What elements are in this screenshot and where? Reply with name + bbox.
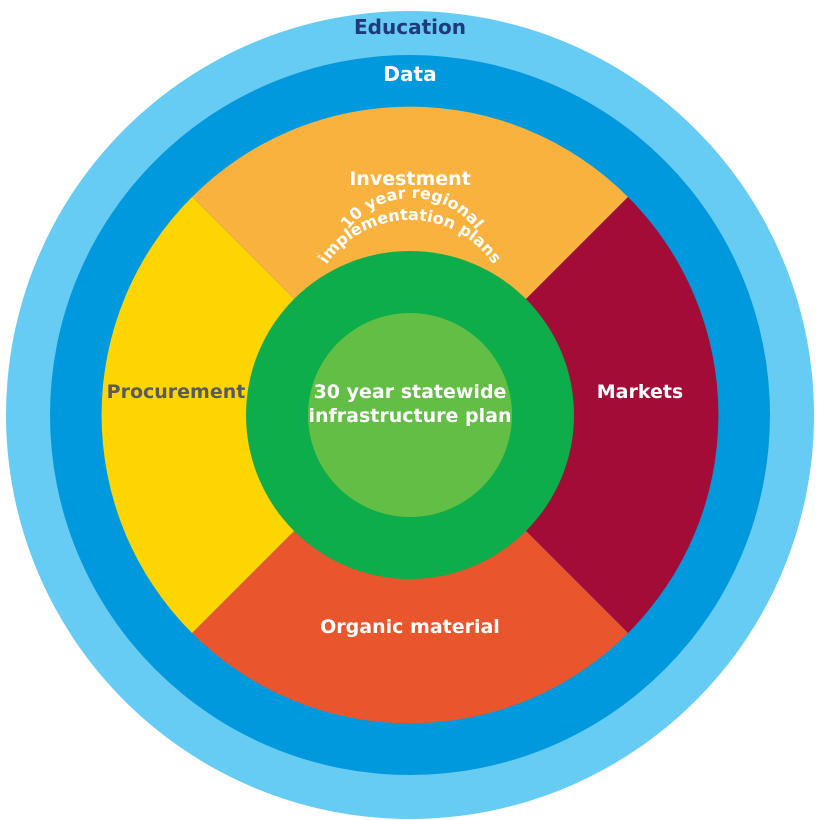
- markets-label: Markets: [597, 381, 684, 403]
- education-label: Education: [354, 15, 466, 39]
- data-label: Data: [383, 62, 436, 86]
- statewide-plan-label-line2: infrastructure plan: [309, 405, 512, 427]
- investment-label: Investment: [349, 168, 471, 190]
- statewide-plan-label-line1: 30 year statewide: [314, 381, 507, 403]
- organic-material-label: Organic material: [320, 616, 500, 638]
- statewide-plan-center: [308, 313, 512, 517]
- procurement-label: Procurement: [107, 381, 246, 403]
